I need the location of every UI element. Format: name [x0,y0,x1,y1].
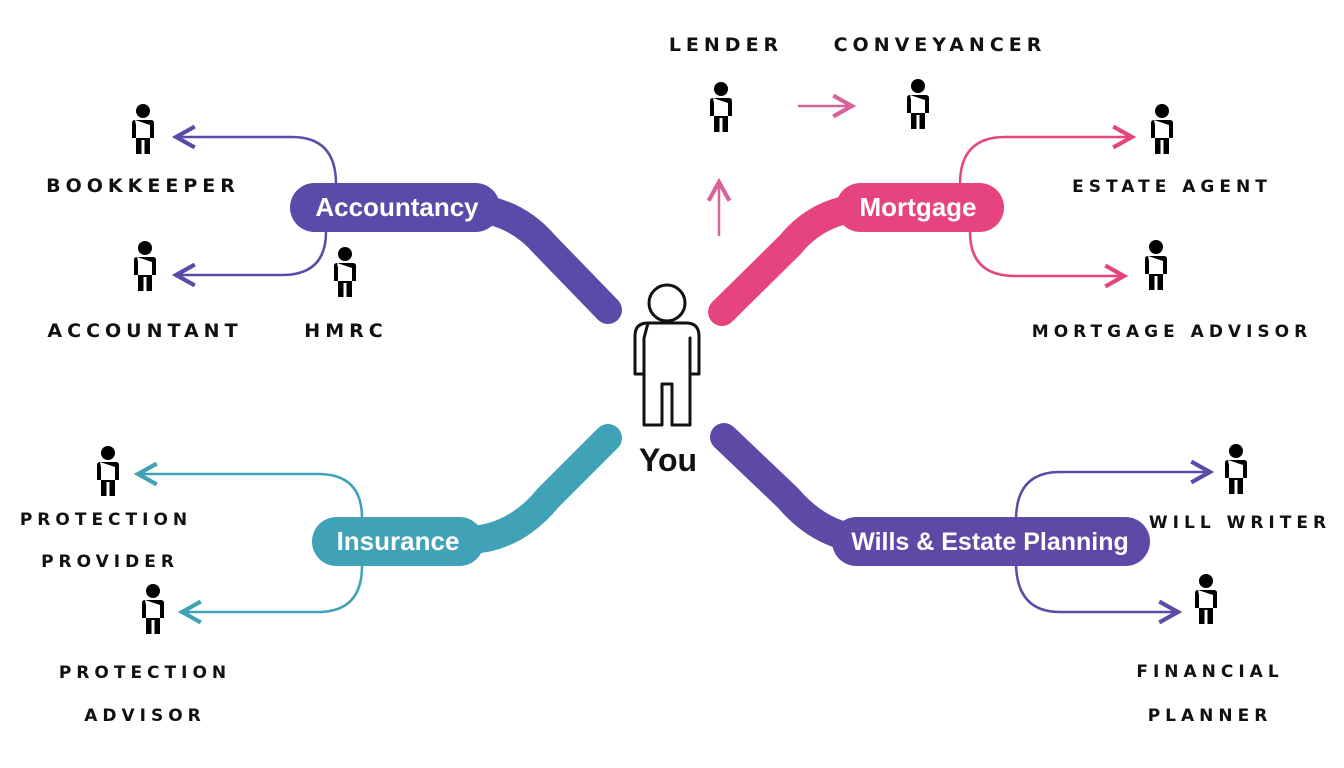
branch-wills: Wills & Estate Planning [710,423,1210,612]
accountancy-pill[interactable] [290,183,500,232]
bookkeeper-person-icon [132,104,154,154]
arrow-to-accountant [176,231,328,275]
wills-label: Wills & Estate Planning [851,528,1129,556]
arrow-to-mortgage-advisor [968,231,1124,276]
branch-insurance: Insurance [138,424,622,612]
bookkeeper-label: BOOKKEEPER [46,175,240,197]
insurance-pill[interactable] [312,517,484,566]
lender-person-icon [710,82,732,132]
arrow-to-protection-advisor [182,565,364,612]
financial-planner-label-line1: FINANCIAL [1136,662,1283,682]
will-writer-person-icon [1225,444,1247,494]
lender-label: LENDER [669,34,783,56]
arrow-to-estate-agent [958,137,1132,185]
branch-accountancy: Accountancy [176,137,622,324]
conveyancer-person-icon [907,79,929,129]
estate-agent-label: ESTATE AGENT [1072,177,1272,197]
arrow-to-financial-planner [1014,561,1178,612]
protection-provider-label-line1: PROTECTION [20,510,192,530]
arrow-to-will-writer [1014,472,1210,521]
accountant-label: ACCOUNTANT [47,320,242,342]
protection-provider-person-icon [97,446,119,496]
mortgage-advisor-label: MORTGAGE ADVISOR [1032,322,1312,342]
mortgage-pill[interactable] [836,183,1004,232]
arrow-to-protection-provider [138,474,364,519]
protection-advisor-label-line1: PROTECTION [59,663,231,683]
you-label: You [639,442,697,478]
protection-provider-label-line2: PROVIDER [41,552,179,572]
branch-mortgage: Mortgage [708,137,1132,326]
protection-advisor-label-line2: ADVISOR [84,706,206,726]
arrow-to-bookkeeper [176,137,338,185]
hmrc-label: HMRC [304,320,387,342]
estate-agent-person-icon [1151,104,1173,154]
hmrc-person-icon [334,247,356,297]
you-person-icon [633,283,701,427]
wills-pill[interactable] [832,517,1150,566]
will-writer-label: WILL WRITER [1149,513,1331,533]
mortgage-label: Mortgage [860,192,977,222]
financial-planner-person-icon [1195,574,1217,624]
accountant-person-icon [134,241,156,291]
protection-advisor-person-icon [142,584,164,634]
financial-planner-label-line2: PLANNER [1148,706,1273,726]
insurance-connector [456,424,622,554]
accountancy-label: Accountancy [315,192,479,222]
insurance-label: Insurance [337,526,460,556]
mortgage-advisor-person-icon [1145,240,1167,290]
conveyancer-label: CONVEYANCER [834,34,1047,56]
